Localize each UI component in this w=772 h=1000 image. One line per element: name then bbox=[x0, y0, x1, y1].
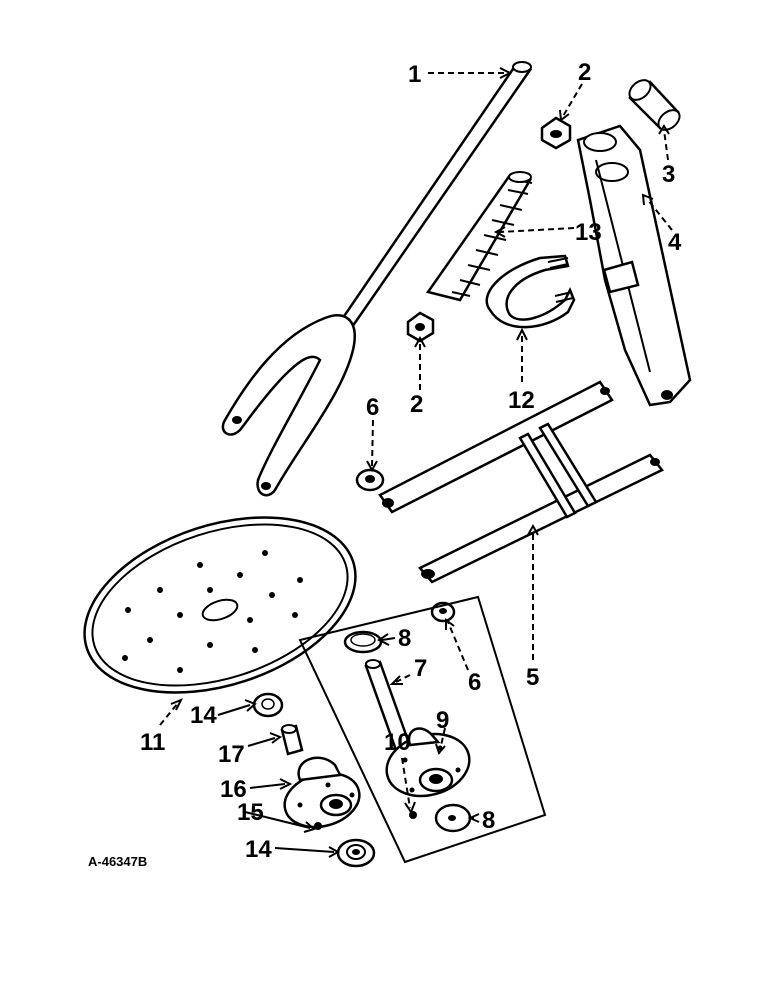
callout-14-upper: 14 bbox=[190, 702, 217, 729]
part-5-frame bbox=[378, 380, 664, 584]
callout-8-upper: 8 bbox=[398, 625, 411, 652]
figure-code: A-46347B bbox=[88, 854, 147, 869]
part-8-seal-lower bbox=[434, 803, 472, 833]
part-9-hub bbox=[385, 727, 471, 798]
part-8-seal-upper bbox=[343, 630, 383, 654]
hub-assembly-panel bbox=[298, 595, 547, 864]
part-12-u-bolt bbox=[485, 254, 576, 329]
part-14-bearing-lower bbox=[336, 838, 376, 868]
callout-9: 9 bbox=[436, 707, 449, 734]
callout-13: 13 bbox=[575, 219, 602, 246]
part-2-nut-lower bbox=[406, 311, 435, 343]
callout-2-upper: 2 bbox=[578, 59, 591, 86]
part-13-spring bbox=[425, 171, 533, 302]
callout-16: 16 bbox=[220, 776, 247, 803]
callout-2-lower: 2 bbox=[410, 391, 423, 418]
callout-14-lower: 14 bbox=[245, 836, 272, 863]
part-3-bushing bbox=[628, 79, 681, 131]
part-14-bearing-upper bbox=[252, 692, 284, 718]
part-2-nut-upper bbox=[540, 116, 572, 150]
part-6-spacer-upper bbox=[355, 468, 385, 492]
part-11-disc bbox=[83, 516, 357, 694]
callouts: 1 2 3 4 13 12 2 6 5 6 8 7 9 10 8 11 14 1… bbox=[140, 59, 682, 863]
callout-15: 15 bbox=[237, 799, 264, 826]
callout-3: 3 bbox=[662, 161, 675, 188]
part-4-bracket bbox=[576, 124, 692, 407]
callout-4: 4 bbox=[668, 229, 682, 256]
part-16-hub bbox=[283, 756, 361, 829]
callout-10: 10 bbox=[384, 729, 411, 756]
leader-lines bbox=[159, 67, 673, 858]
callout-7: 7 bbox=[414, 655, 427, 682]
callout-6-upper: 6 bbox=[366, 394, 379, 421]
callout-12: 12 bbox=[508, 387, 535, 414]
callout-1: 1 bbox=[408, 61, 421, 88]
callout-17: 17 bbox=[218, 741, 245, 768]
part-17-bushing bbox=[280, 724, 304, 756]
callout-5: 5 bbox=[526, 664, 539, 691]
callout-11: 11 bbox=[140, 729, 165, 756]
callout-8-lower: 8 bbox=[482, 807, 495, 834]
part-1-fork-arm bbox=[221, 61, 533, 497]
part-15-fitting bbox=[314, 822, 322, 830]
callout-6-lower: 6 bbox=[468, 669, 481, 696]
